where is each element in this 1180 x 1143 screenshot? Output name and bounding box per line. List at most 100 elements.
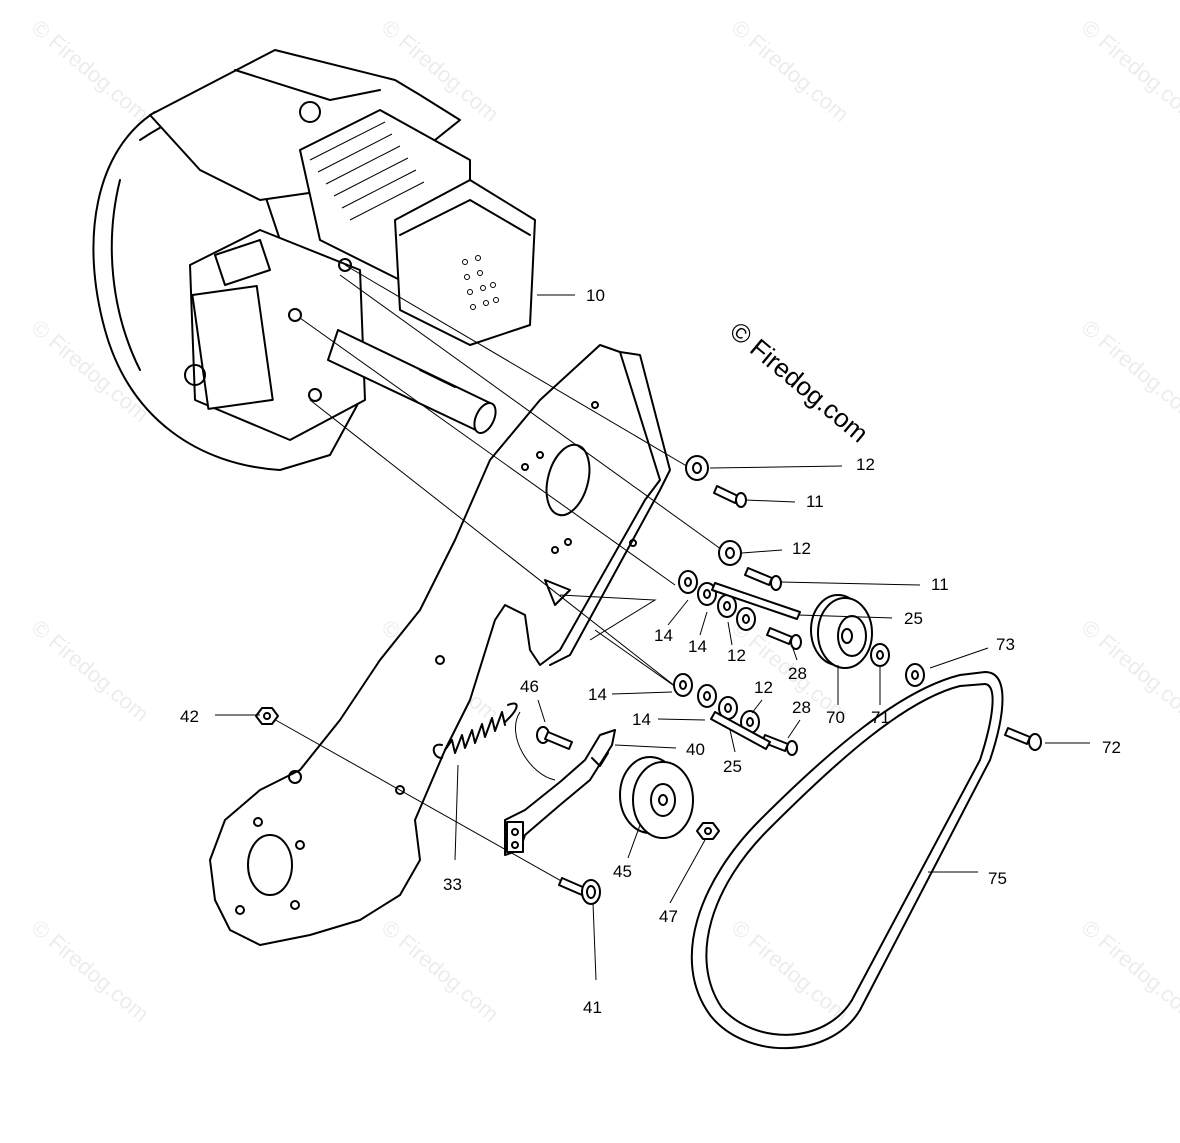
leader-line — [657, 718, 706, 721]
callout-46: 46 — [520, 677, 546, 723]
watermark-text: © Firedog.com — [727, 15, 854, 127]
washer-14-e — [697, 684, 717, 708]
callout-45: 45 — [613, 824, 641, 881]
pulley-70 — [810, 594, 873, 669]
leader-line — [741, 549, 783, 554]
bolt-72 — [1004, 727, 1042, 751]
leader-line — [787, 719, 801, 739]
part-number-label: 46 — [520, 677, 539, 696]
callout-40: 40 — [614, 740, 705, 759]
watermark-text: © Firedog.com — [1077, 615, 1180, 727]
part-number-label: 45 — [613, 862, 632, 881]
watermark-text: © Firedog.com — [1077, 315, 1180, 427]
callout-12: 12 — [741, 539, 811, 558]
part-number-label: 10 — [586, 286, 605, 305]
part-number-label: 28 — [788, 664, 807, 683]
leader-line — [699, 611, 708, 636]
callout-28: 28 — [787, 698, 811, 739]
watermark-text: © Firedog.com — [1077, 15, 1180, 127]
callout-labels: 10 12 11 12 11 25 73 14 14 12 28 70 71 46 14 12 14 28 42 40… — [180, 286, 1121, 1017]
leader-line — [797, 614, 893, 619]
mounting-plate — [209, 344, 671, 946]
part-number-label: 42 — [180, 707, 199, 726]
callout-11: 11 — [744, 492, 824, 511]
callout-12: 12 — [709, 455, 875, 474]
leader-line — [779, 581, 921, 586]
leader-line — [611, 691, 673, 695]
callout-47: 47 — [659, 839, 706, 926]
part-number-label: 12 — [856, 455, 875, 474]
leader-line — [727, 621, 733, 646]
part-number-label: 14 — [688, 637, 707, 656]
leader-line — [537, 699, 546, 723]
part-number-label: 11 — [931, 575, 949, 594]
leader-line — [669, 839, 706, 904]
part-number-label: 14 — [632, 710, 651, 729]
part-number-label: 14 — [654, 626, 673, 645]
callout-25: 25 — [797, 609, 923, 628]
leader-line — [614, 744, 677, 749]
part-number-label: 47 — [659, 907, 678, 926]
washer-14-b — [697, 582, 717, 606]
callout-41: 41 — [583, 902, 602, 1017]
part-number-label: 75 — [988, 869, 1007, 888]
callout-75: 75 — [928, 869, 1007, 888]
key-25-b — [710, 711, 771, 750]
washer-12-b — [718, 540, 742, 566]
watermark-text: © Firedog.com — [27, 915, 154, 1027]
callout-33: 33 — [443, 764, 462, 894]
washer-73 — [905, 663, 925, 687]
washer-71 — [870, 643, 890, 667]
washer-12-c — [736, 607, 756, 631]
watermark-text: © Firedog.com — [1077, 915, 1180, 1027]
leader-line — [592, 902, 597, 981]
callout-12: 12 — [727, 621, 746, 665]
callout-14: 14 — [688, 611, 708, 656]
bolt-46 — [536, 726, 573, 750]
part-number-label: 40 — [686, 740, 705, 759]
idler-pulley-45 — [619, 756, 694, 839]
callout-28: 28 — [788, 639, 807, 683]
key-25-a — [711, 582, 801, 620]
callout-42: 42 — [180, 707, 260, 726]
part-number-label: 41 — [583, 998, 602, 1017]
callout-73: 73 — [929, 635, 1015, 669]
alignment-lines — [271, 264, 726, 901]
leader-line — [454, 764, 459, 861]
bolt-11-a — [713, 485, 747, 508]
spring-33 — [432, 702, 556, 781]
callout-14: 14 — [588, 685, 673, 704]
callout-14: 14 — [632, 710, 706, 729]
bolt-28-a — [766, 627, 802, 650]
callout-25: 25 — [723, 729, 742, 776]
part-number-label: 12 — [792, 539, 811, 558]
engine — [92, 49, 536, 471]
watermark-text: © Firedog.com — [377, 915, 504, 1027]
leader-line — [709, 465, 843, 469]
leader-line — [751, 699, 763, 714]
callout-12: 12 — [751, 678, 773, 714]
washer-14-a — [678, 570, 698, 594]
leader-line — [667, 599, 689, 626]
part-number-label: 12 — [754, 678, 773, 697]
idler-arm-40 — [504, 729, 616, 856]
leader-line — [729, 729, 736, 753]
firedog-brand-text: © Firedog.com — [724, 316, 874, 449]
part-number-label: 25 — [904, 609, 923, 628]
bolt-11-b — [744, 567, 782, 591]
watermark-text: © Firedog.com — [27, 15, 154, 127]
belt-75 — [690, 671, 1004, 1050]
part-number-label: 28 — [792, 698, 811, 717]
leader-line — [744, 499, 796, 503]
shoulder-bolt-41 — [558, 877, 601, 905]
callout-72: 72 — [1045, 738, 1121, 757]
leader-line — [929, 647, 989, 669]
muffler-holes — [462, 255, 499, 310]
callout-11: 11 — [779, 575, 949, 594]
callout-70: 70 — [826, 665, 845, 727]
part-number-label: 71 — [871, 708, 890, 727]
nut-47 — [696, 822, 720, 840]
part-number-label: 72 — [1102, 738, 1121, 757]
part-number-label: 73 — [996, 635, 1015, 654]
